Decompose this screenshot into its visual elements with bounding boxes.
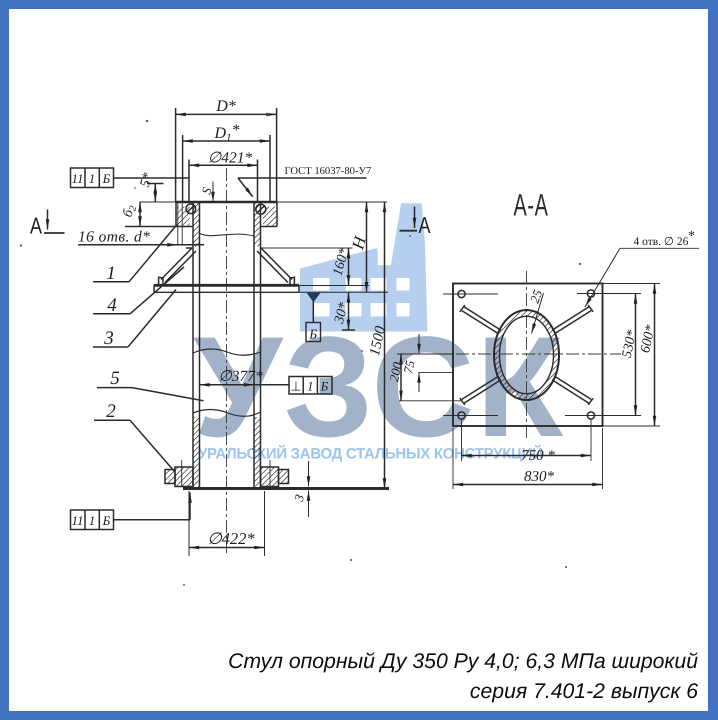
svg-text:5*: 5* — [138, 171, 156, 188]
svg-text:Б: Б — [320, 379, 329, 394]
svg-text:Б: Б — [102, 171, 111, 186]
svg-text:11: 11 — [71, 171, 83, 186]
svg-text:1: 1 — [89, 171, 96, 186]
svg-text:1500: 1500 — [367, 324, 389, 357]
svg-text:2: 2 — [106, 401, 116, 422]
svg-text:750 *: 750 * — [521, 448, 555, 464]
svg-text:A-A: A-A — [514, 188, 549, 223]
svg-text:5: 5 — [110, 368, 120, 389]
svg-text:75: 75 — [400, 358, 417, 374]
svg-text:1: 1 — [106, 263, 116, 284]
svg-text:∅422*: ∅422* — [207, 529, 255, 548]
svg-text:11: 11 — [71, 513, 83, 528]
svg-text:УРАЛЬСКИЙ ЗАВОД СТАЛЬНЫХ КОНСТ: УРАЛЬСКИЙ ЗАВОД СТАЛЬНЫХ КОНСТРУКЦИЙ — [198, 445, 543, 463]
svg-text:3: 3 — [103, 328, 114, 349]
svg-text:б2: б2 — [121, 203, 140, 219]
svg-text:30*: 30* — [332, 301, 352, 326]
svg-text:4 отв. ∅ 26: 4 отв. ∅ 26 — [634, 236, 689, 248]
svg-text:160*: 160* — [331, 247, 353, 278]
svg-text:S: S — [198, 185, 214, 196]
svg-text:16 отв. d*: 16 отв. d* — [78, 229, 150, 246]
svg-text:200: 200 — [386, 360, 405, 383]
svg-text:серия 7.401-2 выпуск 6: серия 7.401-2 выпуск 6 — [470, 680, 698, 703]
svg-text:830*: 830* — [524, 469, 555, 485]
svg-text:*: * — [688, 229, 695, 244]
svg-text:600*: 600* — [638, 324, 658, 355]
svg-text:530*: 530* — [620, 329, 640, 360]
svg-text:4: 4 — [107, 295, 117, 316]
svg-text:D1*: D1* — [213, 122, 239, 144]
svg-text:∅377*: ∅377* — [218, 368, 263, 385]
svg-text:⊥: ⊥ — [291, 380, 302, 394]
svg-text:Стул опорный Ду 350 Ру 4,0; 6,: Стул опорный Ду 350 Ру 4,0; 6,3 МПа широ… — [228, 650, 698, 673]
svg-text:A: A — [419, 212, 431, 238]
svg-text:1: 1 — [89, 513, 96, 528]
svg-text:1: 1 — [307, 379, 314, 394]
svg-text:D*: D* — [215, 98, 236, 115]
svg-text:3: 3 — [291, 492, 308, 504]
svg-text:∅421*: ∅421* — [208, 150, 253, 167]
svg-text:ГОСТ 16037-80-У7: ГОСТ 16037-80-У7 — [285, 166, 372, 177]
svg-text:A: A — [30, 213, 42, 239]
svg-text:25: 25 — [527, 287, 546, 305]
svg-text:Б: Б — [308, 327, 317, 342]
svg-text:Б: Б — [102, 513, 111, 528]
